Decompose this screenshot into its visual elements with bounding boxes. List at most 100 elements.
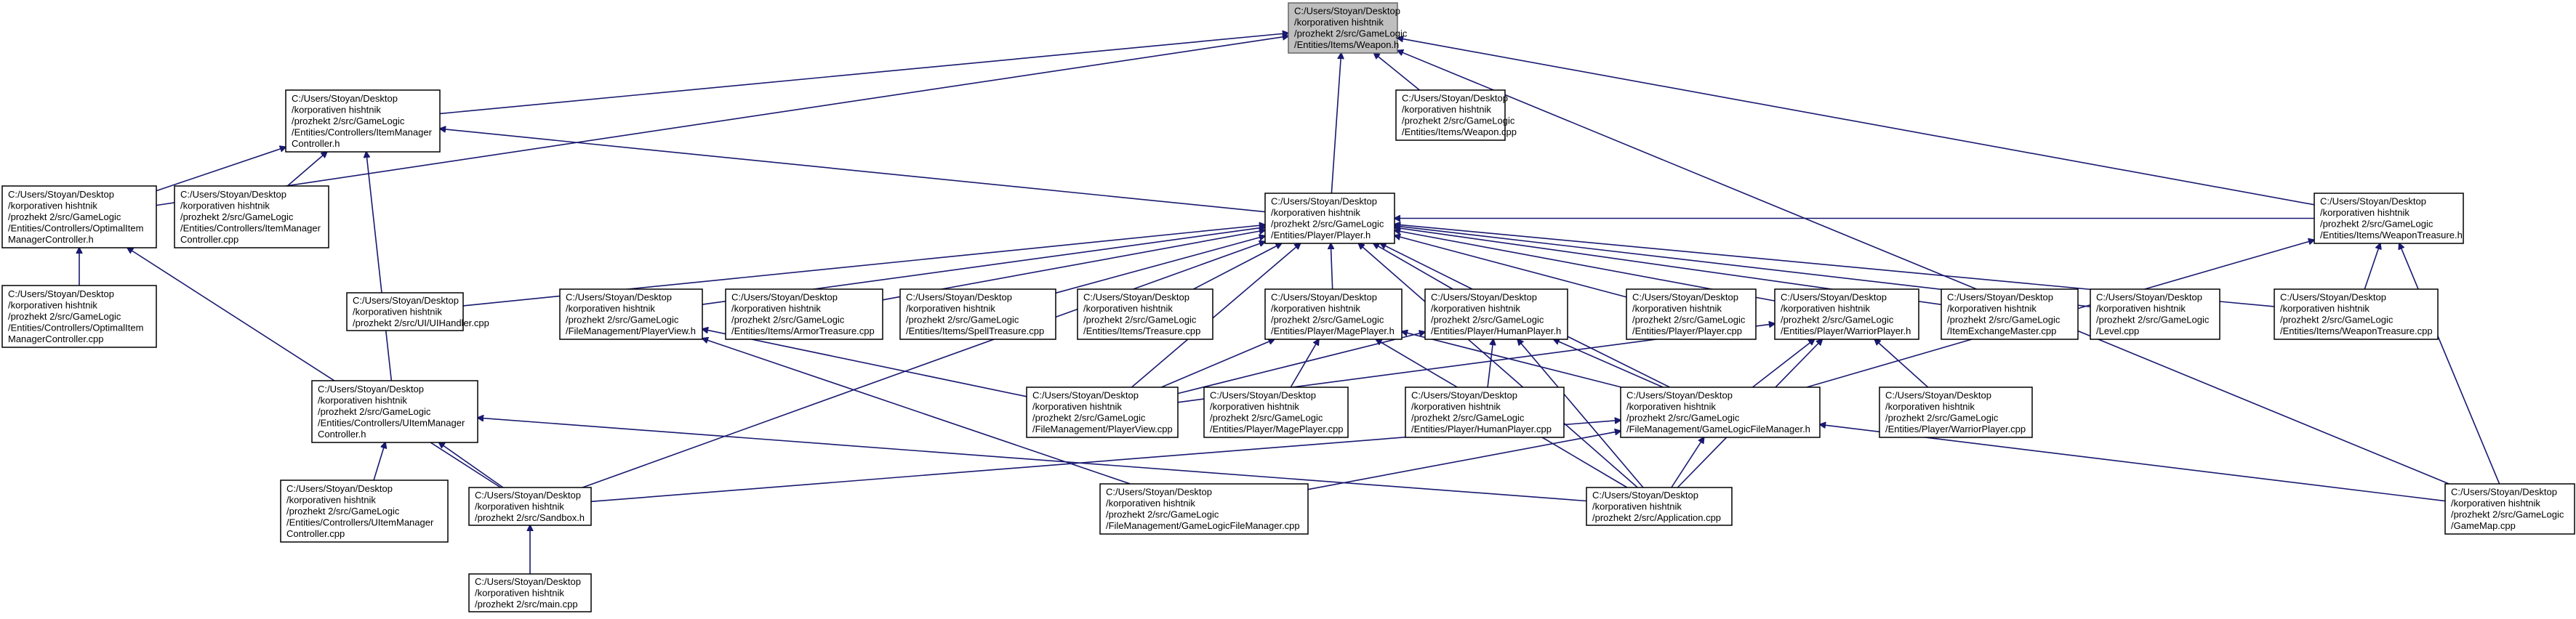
node-label-line: /prozhekt 2/src/GameLogic [292,116,405,126]
node-label-line: /prozhekt 2/src/Sandbox.h [475,512,585,523]
edge-gamelogicfm_cpp-to-playerview_h [702,339,1131,485]
node-gamemap_cpp[interactable]: C:/Users/Stoyan/Desktop/korporativen his… [2444,483,2575,535]
edge-mageplayer_h-to-player_h [1331,243,1332,290]
node-box [899,288,1056,340]
node-label-line: /korporativen hishtnik [353,306,442,317]
node-player_cpp[interactable]: C:/Users/Stoyan/Desktop/korporativen his… [1626,288,1757,340]
node-box [1620,387,1821,438]
node-warriorplayer_h[interactable]: C:/Users/Stoyan/Desktop/korporativen his… [1774,288,1919,340]
node-label-line: C:/Users/Stoyan/Desktop [1083,292,1189,303]
node-humanplayer_cpp[interactable]: C:/Users/Stoyan/Desktop/korporativen his… [1405,387,1565,438]
node-label-line: /Entities/Items/WeaponTreasure.cpp [2280,325,2433,336]
node-label-line: /prozhekt 2/src/GameLogic [318,406,431,417]
node-label-line: /korporativen hishtnik [475,587,564,598]
node-mageplayer_cpp[interactable]: C:/Users/Stoyan/Desktop/korporativen his… [1203,387,1349,438]
node-label-line: /korporativen hishtnik [1210,401,1299,412]
node-label-line: /prozhekt 2/src/GameLogic [906,315,1019,325]
node-gamelogicfm_h[interactable]: C:/Users/Stoyan/Desktop/korporativen his… [1620,387,1821,438]
node-label-line: /korporativen hishtnik [1106,498,1195,509]
node-playerview_h[interactable]: C:/Users/Stoyan/Desktop/korporativen his… [559,288,703,340]
node-label-line: /Entities/Player/WarriorPlayer.h [1781,325,1911,336]
node-application_cpp[interactable]: C:/Users/Stoyan/Desktop/korporativen his… [1586,487,1733,526]
node-label-line: C:/Users/Stoyan/Desktop [1885,390,1991,401]
node-humanplayer_h[interactable]: C:/Users/Stoyan/Desktop/korporativen his… [1424,288,1568,340]
node-uitemmgr_cpp[interactable]: C:/Users/Stoyan/Desktop/korporativen his… [280,480,449,543]
edge-player_h-to-itemmgr_h [440,129,1266,213]
node-weapon_h[interactable]: C:/Users/Stoyan/Desktop/korporativen his… [1288,2,1408,54]
node-label-line: /korporativen hishtnik [2096,303,2186,314]
node-label-line: Controller.cpp [180,234,238,245]
node-label-line: /prozhekt 2/src/GameLogic [1781,315,1894,325]
node-box [2090,288,2220,340]
node-spelltreasure_cpp[interactable]: C:/Users/Stoyan/Desktop/korporativen his… [899,288,1056,340]
node-label-line: /korporativen hishtnik [906,303,995,314]
node-label-line: C:/Users/Stoyan/Desktop [1632,292,1738,303]
node-player_h[interactable]: C:/Users/Stoyan/Desktop/korporativen his… [1264,193,1395,244]
node-label-line: /korporativen hishtnik [292,104,381,115]
node-treasure_cpp[interactable]: C:/Users/Stoyan/Desktop/korporativen his… [1077,288,1213,340]
node-label-line: /prozhekt 2/src/GameLogic [2320,219,2433,230]
node-label-line: /Entities/Items/Weapon.h [1294,39,1399,50]
node-label-line: C:/Users/Stoyan/Desktop [906,292,1012,303]
edge-sandbox_h-to-uitemmgr_h [439,442,504,488]
edge-gamemap_cpp-to-weapon_h [1397,50,2449,485]
edge-sandbox_h-to-optimal_h [127,248,501,488]
node-box [1395,89,1506,141]
node-uitemmgr_h[interactable]: C:/Users/Stoyan/Desktop/korporativen his… [311,380,478,443]
node-label-line: /korporativen hishtnik [731,303,821,314]
node-gamelogicfm_cpp[interactable]: C:/Users/Stoyan/Desktop/korporativen his… [1099,483,1309,535]
edge-playerview_cpp-to-mageplayer_h [1160,339,1274,388]
node-box [1879,387,2033,438]
node-itemexchange_cpp[interactable]: C:/Users/Stoyan/Desktop/korporativen his… [1941,288,2079,340]
node-label-line: C:/Users/Stoyan/Desktop [8,189,114,200]
node-sandbox_h[interactable]: C:/Users/Stoyan/Desktop/korporativen his… [468,487,592,526]
node-label-line: /FileManagement/PlayerView.cpp [1032,424,1173,434]
node-label-line: C:/Users/Stoyan/Desktop [353,295,459,306]
node-label-line: /prozhekt 2/src/GameLogic [1083,315,1197,325]
node-weapontreasure_h[interactable]: C:/Users/Stoyan/Desktop/korporativen his… [2314,193,2464,244]
node-label-line: /korporativen hishtnik [566,303,655,314]
node-optimal_h[interactable]: C:/Users/Stoyan/Desktop/korporativen his… [1,185,157,248]
node-mageplayer_h[interactable]: C:/Users/Stoyan/Desktop/korporativen his… [1264,288,1403,340]
node-label-line: /prozhekt 2/src/GameLogic [1947,315,2061,325]
node-warriorplayer_cpp[interactable]: C:/Users/Stoyan/Desktop/korporativen his… [1879,387,2033,438]
node-label-line: /korporativen hishtnik [8,200,97,211]
node-optimal_cpp[interactable]: C:/Users/Stoyan/Desktop/korporativen his… [1,285,157,348]
edge-itemmgr_h-to-weapon_h [439,33,1288,115]
node-label-line: /Entities/Controllers/UItemManager [286,517,434,527]
node-label-line: /Entities/Items/SpellTreasure.cpp [906,325,1044,336]
node-label-line: /korporativen hishtnik [475,501,564,511]
node-label-line: C:/Users/Stoyan/Desktop [2096,292,2202,303]
node-box [559,288,703,340]
node-label-line: C:/Users/Stoyan/Desktop [1781,292,1887,303]
node-itemmgr_h[interactable]: C:/Users/Stoyan/Desktop/korporativen his… [285,89,441,153]
node-label-line: /korporativen hishtnik [1032,401,1122,412]
node-box [174,185,329,248]
node-label-line: /prozhekt 2/src/GameLogic [2451,509,2564,520]
node-weapontreasure_cpp[interactable]: C:/Users/Stoyan/Desktop/korporativen his… [2274,288,2439,340]
node-label-line: /Entities/Player/MagePlayer.h [1271,325,1395,336]
node-label-line: /korporativen hishtnik [8,299,97,310]
node-playerview_cpp[interactable]: C:/Users/Stoyan/Desktop/korporativen his… [1026,387,1179,438]
node-main_cpp[interactable]: C:/Users/Stoyan/Desktop/korporativen his… [468,573,592,612]
node-label-line: /korporativen hishtnik [1271,207,1360,218]
node-box [1,185,157,248]
node-box [1941,288,2079,340]
node-level_cpp[interactable]: C:/Users/Stoyan/Desktop/korporativen his… [2090,288,2220,340]
node-box [2444,483,2575,535]
node-label-line: /prozhekt 2/src/GameLogic [1632,315,1746,325]
node-box [1026,387,1179,438]
node-label-line: /Entities/Controllers/ItemManager [292,126,433,137]
node-weapon_cpp[interactable]: C:/Users/Stoyan/Desktop/korporativen his… [1395,89,1517,141]
node-label-line: /korporativen hishtnik [1947,303,2037,314]
node-armortreasure_cpp[interactable]: C:/Users/Stoyan/Desktop/korporativen his… [725,288,883,340]
node-label-line: /korporativen hishtnik [1431,303,1520,314]
edge-playerview_cpp-to-player_h [1131,243,1300,388]
node-label-line: C:/Users/Stoyan/Desktop [566,292,672,303]
edge-application_cpp-to-uitemmgr_h [478,418,1587,502]
node-box [1424,288,1568,340]
node-uihandler_cpp[interactable]: C:/Users/Stoyan/Desktop/korporativen his… [346,292,489,331]
node-label-line: /Entities/Items/ArmorTreasure.cpp [731,325,875,336]
node-itemmgr_cpp[interactable]: C:/Users/Stoyan/Desktop/korporativen his… [174,185,329,248]
node-label-line: /korporativen hishtnik [1632,303,1722,314]
